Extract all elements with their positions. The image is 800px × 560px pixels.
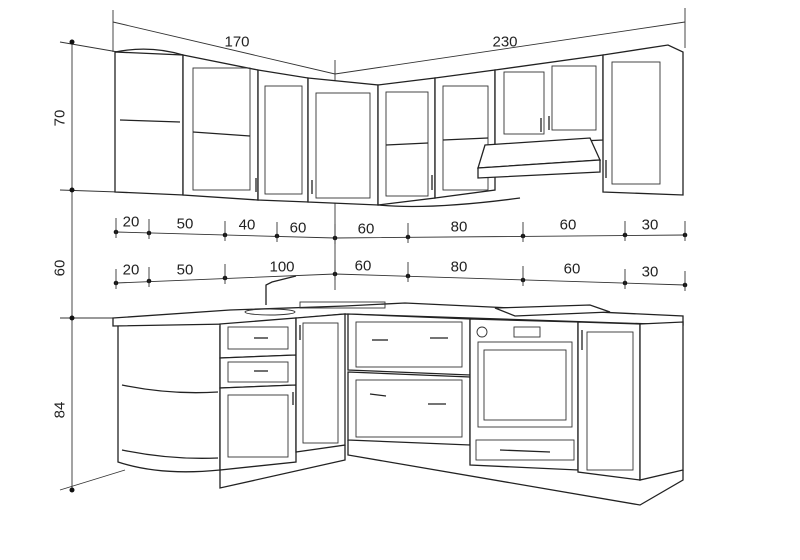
- faucet: [265, 275, 297, 305]
- lower-segment-label: 20: [122, 261, 140, 279]
- lower-segment-label: 60: [354, 257, 372, 275]
- lower-segment-label: 80: [450, 258, 468, 276]
- base-left-cabinets: [117, 313, 346, 489]
- base-right-cabinets: [347, 313, 684, 506]
- upper-right-cabinets: [377, 44, 684, 208]
- dimension-backsplash-height: 60: [51, 259, 69, 277]
- upper-segment-label: 60: [289, 219, 307, 237]
- upper-left-cabinets: [114, 48, 379, 206]
- lower-segment-label: 30: [641, 263, 659, 281]
- upper-segment-label: 40: [238, 216, 256, 234]
- upper-segment-label: 50: [176, 215, 194, 233]
- dimension-base-height: 84: [51, 401, 69, 419]
- upper-segment-label: 30: [641, 216, 659, 234]
- upper-segment-label: 80: [450, 218, 468, 236]
- cooktop: [494, 304, 611, 317]
- lower-segment-label: 50: [176, 261, 194, 279]
- upper-segment-label: 20: [122, 213, 140, 231]
- dimension-upper-height: 70: [51, 109, 69, 127]
- upper-segment-dimension-line: [113, 218, 688, 244]
- lower-segment-dimension-line: [113, 260, 688, 291]
- height-dimension-line: [59, 39, 126, 493]
- lower-segment-label: 100: [269, 258, 295, 276]
- upper-segment-label: 60: [357, 220, 375, 238]
- dimension-left-wall: 170: [224, 33, 250, 51]
- dimension-right-wall: 230: [492, 33, 518, 51]
- countertop: [112, 275, 684, 327]
- lower-segment-label: 60: [563, 260, 581, 278]
- upper-segment-label: 60: [559, 216, 577, 234]
